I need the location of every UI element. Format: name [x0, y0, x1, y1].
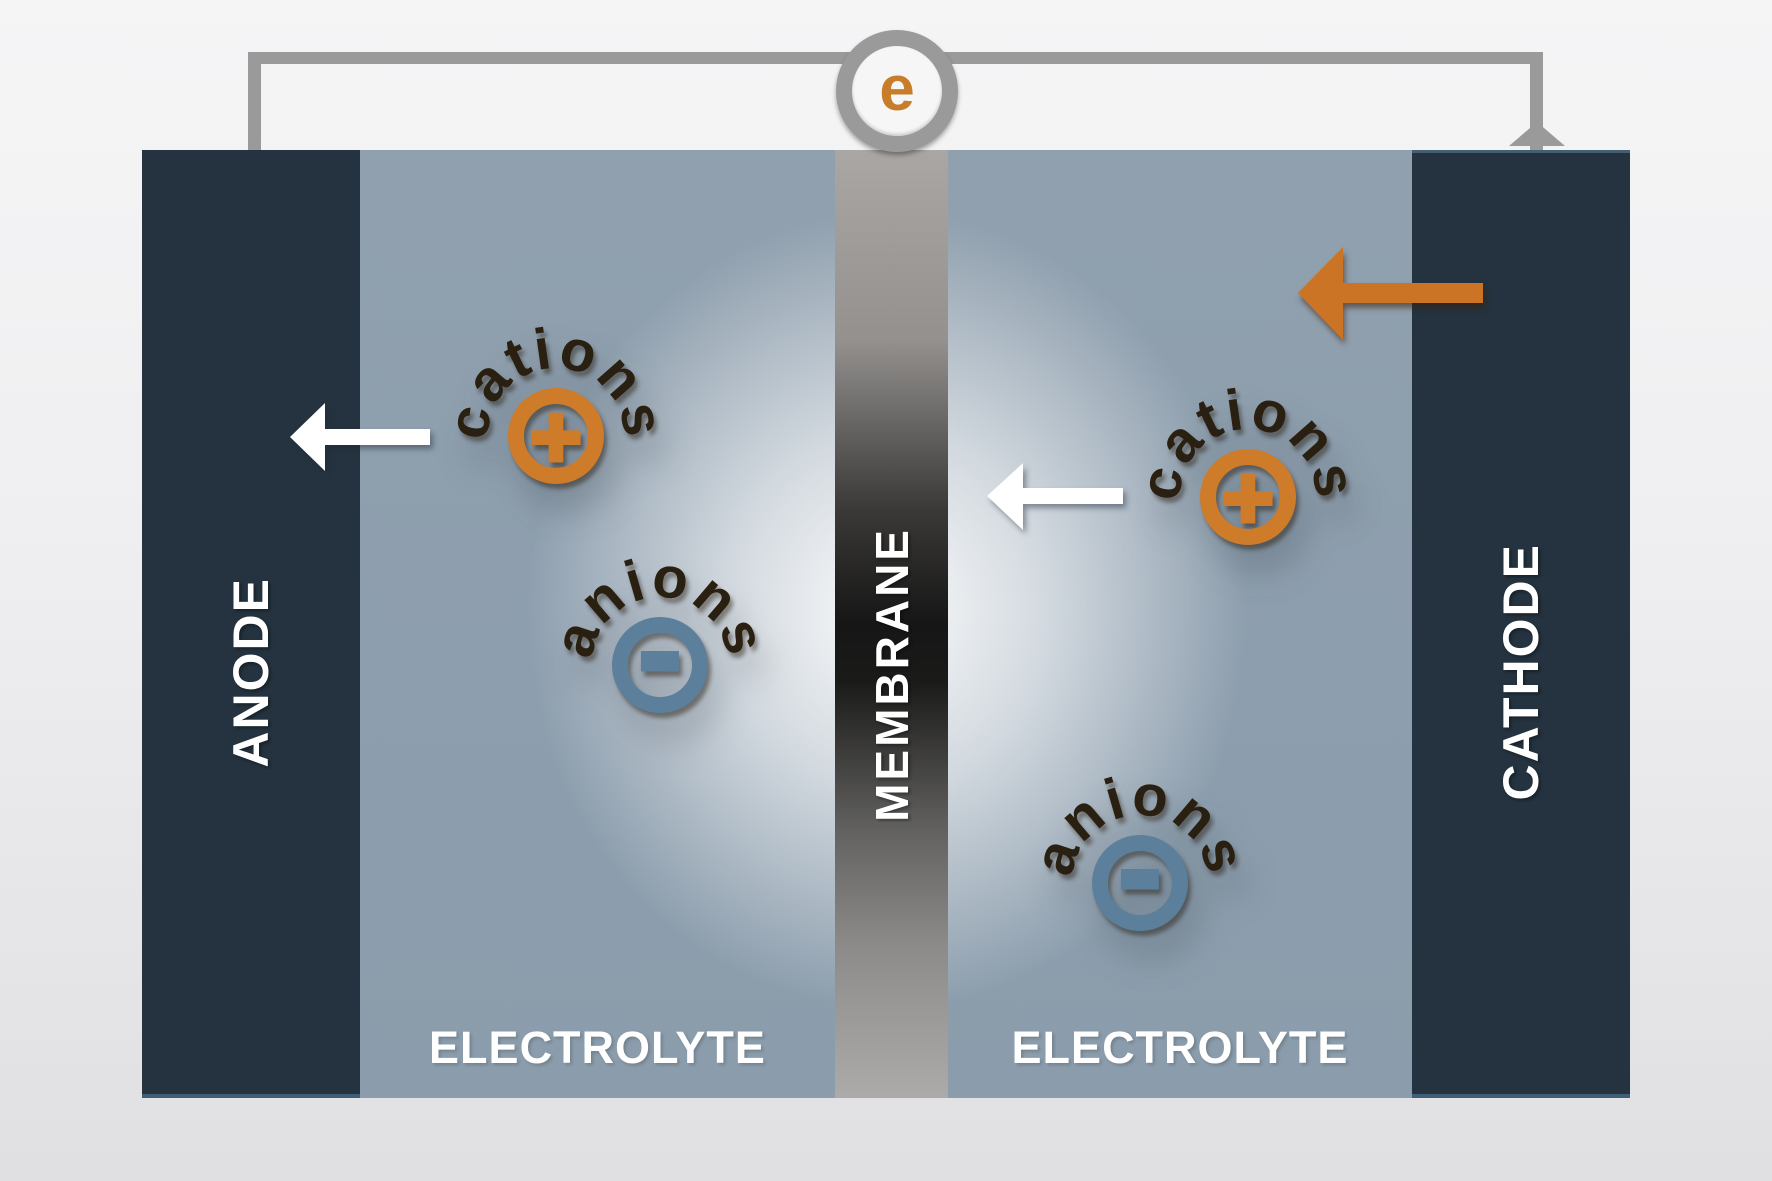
left-anion-ion: anions - — [541, 544, 777, 726]
cation-through-membrane-arrow-icon — [987, 463, 1123, 530]
cation-ring-icon — [508, 388, 604, 484]
electron-badge: e — [836, 30, 958, 152]
electron-flow-up-arrow-icon — [1509, 122, 1565, 146]
minus-sign: - — [1118, 795, 1161, 941]
cathode-electrode — [1412, 150, 1630, 1098]
membrane-strip — [835, 150, 948, 1098]
plus-sign: + — [1222, 448, 1273, 547]
minus-sign: - — [638, 577, 681, 723]
electron-symbol: e — [879, 52, 915, 124]
anode-electrode — [142, 150, 360, 1098]
anion-ring-icon — [1092, 835, 1188, 931]
right-cation-ion: cations + — [1127, 376, 1366, 549]
cation-ring-icon — [1200, 449, 1296, 545]
anion-ring-icon — [612, 617, 708, 713]
cation-to-anode-arrow-icon — [290, 403, 430, 471]
cation-feed-arrow-icon — [1298, 247, 1483, 340]
right-anion-ion: anions - — [1021, 762, 1257, 944]
plus-sign: + — [530, 387, 581, 486]
left-cation-ion: cations + — [435, 315, 674, 488]
